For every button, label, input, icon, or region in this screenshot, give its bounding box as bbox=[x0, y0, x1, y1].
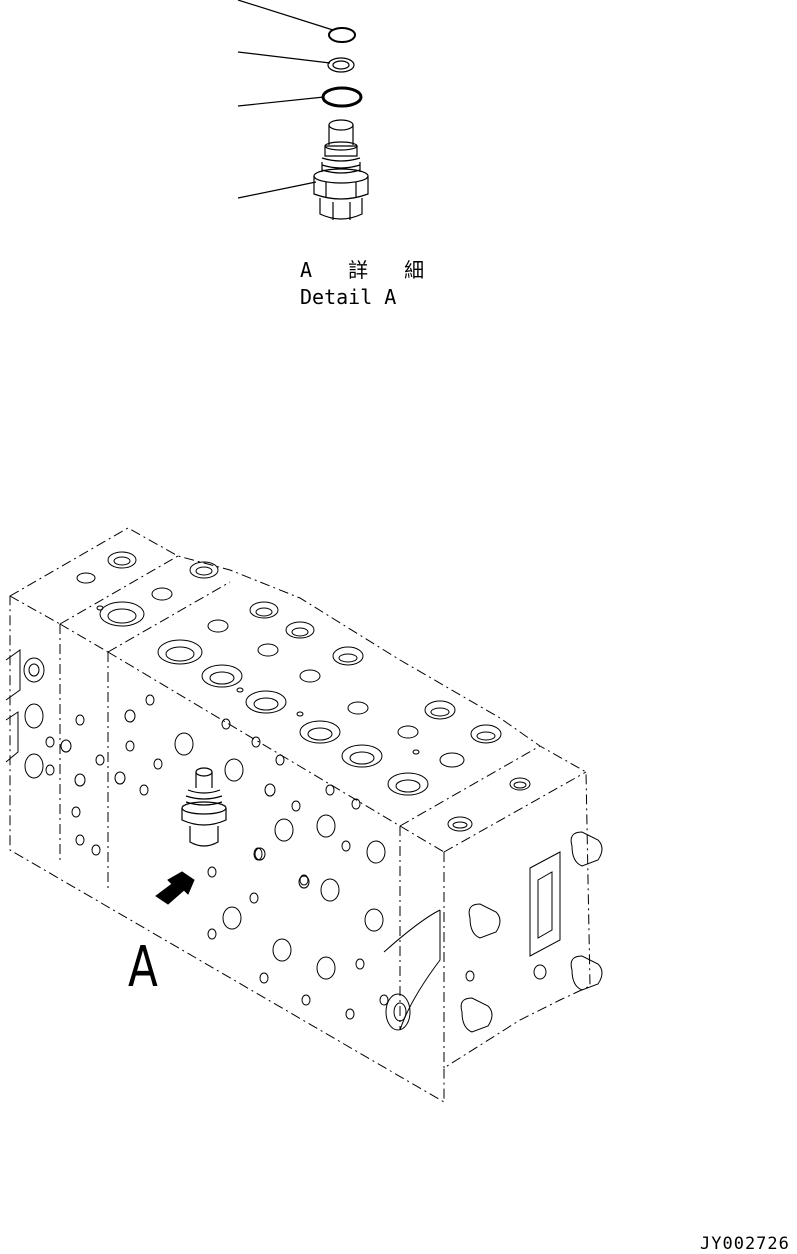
mounted-plug bbox=[182, 768, 226, 846]
leader-line-3 bbox=[238, 97, 324, 106]
leader-line-2 bbox=[238, 52, 330, 63]
drawing-number: JY002726 bbox=[700, 1234, 790, 1254]
leader-line-1 bbox=[238, 0, 333, 30]
front-face-holes bbox=[72, 695, 388, 1019]
detail-a-exploded-view bbox=[238, 0, 368, 220]
control-valve-assembly bbox=[6, 528, 602, 1102]
small-o-ring bbox=[329, 28, 355, 42]
right-end-block bbox=[384, 832, 602, 1032]
backup-ring bbox=[328, 58, 354, 72]
detail-label-japanese: A 詳 細 bbox=[300, 258, 437, 282]
plug-valve bbox=[314, 120, 368, 220]
top-face-ports bbox=[77, 552, 530, 831]
view-direction-arrow bbox=[156, 872, 194, 904]
left-end-block bbox=[6, 650, 71, 778]
leader-line-4 bbox=[238, 182, 316, 198]
large-o-ring bbox=[323, 88, 361, 106]
detail-label-english: Detail A bbox=[300, 285, 397, 309]
view-letter-a: A bbox=[128, 935, 158, 1000]
